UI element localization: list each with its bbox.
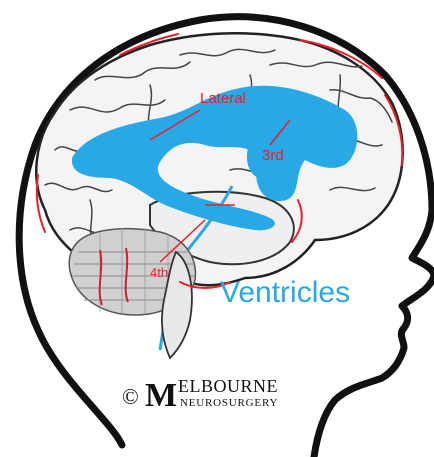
svg-text:M: M — [145, 377, 177, 414]
svg-text:©: © — [122, 384, 139, 409]
melbourne-neurosurgery-watermark: © M ELBOURNE NEUROSURGERY — [122, 376, 278, 414]
svg-text:ELBOURNE: ELBOURNE — [178, 376, 278, 396]
label-lateral: Lateral — [200, 90, 246, 107]
label-ventricles: Ventricles — [220, 276, 350, 309]
label-fourth: 4th — [150, 265, 168, 280]
label-third: 3rd — [262, 147, 284, 164]
svg-text:NEUROSURGERY: NEUROSURGERY — [180, 397, 278, 409]
